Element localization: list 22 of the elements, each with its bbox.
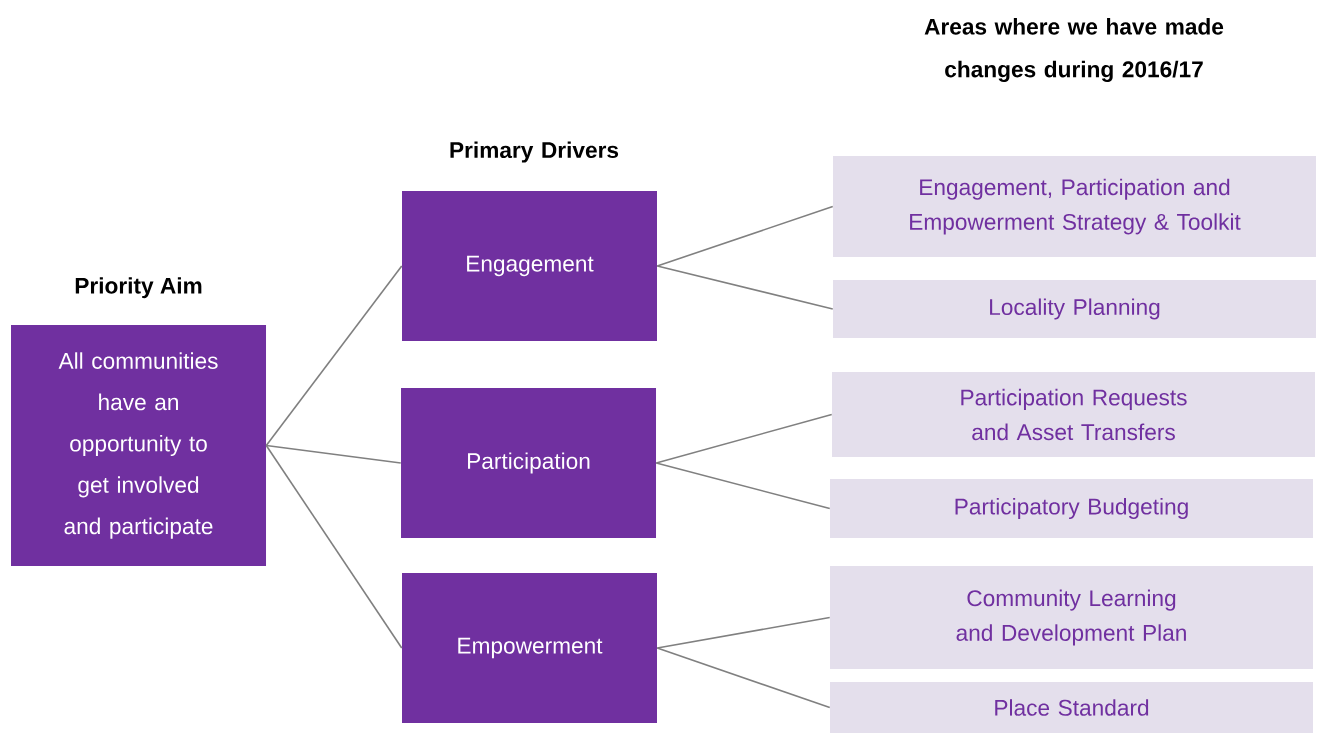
driver-box: Empowerment xyxy=(402,573,657,723)
column-heading: Primary Drivers xyxy=(450,141,619,163)
column-heading: Areas where we have made changes during 2016/17 xyxy=(924,18,1224,82)
connector-line xyxy=(265,444,403,649)
connector-line xyxy=(265,265,403,447)
heading: Priority Aim xyxy=(75,277,202,299)
area-box: Engagement, Participation and Empowerment Strategy & Toolkit xyxy=(833,156,1316,257)
area-box: Participatory Budgeting xyxy=(830,479,1313,538)
connector-line xyxy=(655,462,831,510)
connector-line xyxy=(656,647,831,709)
area-box: Community Learning and Development Plan xyxy=(830,566,1313,669)
connector-line xyxy=(656,205,834,267)
connector-line xyxy=(265,444,402,464)
driver-box: All communities have an opportunity to get involved and participate xyxy=(11,325,266,566)
connector-line xyxy=(656,265,834,310)
driver-box: Participation xyxy=(401,388,656,538)
area-box: Place Standard xyxy=(830,682,1313,733)
connector-line xyxy=(656,616,831,649)
driver-box: Engagement xyxy=(402,191,657,341)
area-box: Locality Planning xyxy=(833,280,1316,338)
area-box: Participation Requests and Asset Transfers xyxy=(832,372,1315,457)
connector-line xyxy=(655,413,833,464)
